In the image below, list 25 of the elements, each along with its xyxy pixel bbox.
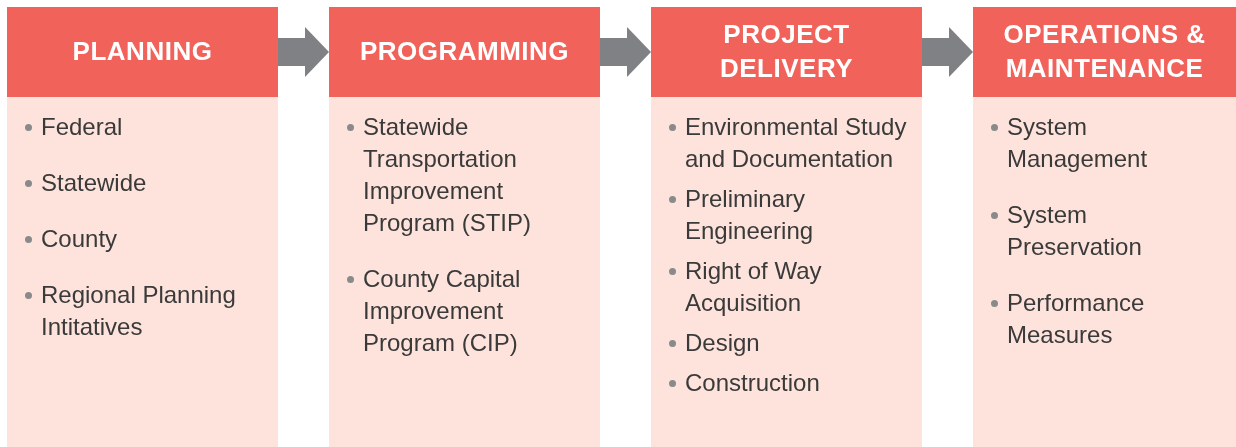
- process-column: [329, 7, 600, 447]
- list-item: Environmental Study and Documentation: [685, 112, 908, 174]
- list-item: Right of Way Acquisition: [685, 256, 823, 318]
- list-item: System Management: [1007, 112, 1149, 174]
- list-item: System Preservation: [1007, 200, 1143, 262]
- list-item: Federal: [41, 112, 123, 142]
- arrow: [600, 27, 651, 77]
- list-item: Statewide: [41, 168, 147, 198]
- arrow: [922, 27, 973, 77]
- list-item: Construction: [685, 368, 820, 398]
- list-item: Preliminary Engineering: [685, 184, 815, 246]
- list-item: County Capital Improvement Program (CIP): [363, 264, 522, 358]
- process-column: [973, 7, 1236, 447]
- column-heading: PROGRAMMING: [329, 7, 600, 97]
- list-item: Design: [685, 328, 760, 358]
- list-item: Statewide Transportation Improvement Program (STIP): [363, 112, 533, 238]
- list-item: Performance Measures: [1007, 288, 1146, 350]
- arrow: [278, 27, 329, 77]
- column-heading: OPERATIONS & MAINTENANCE: [973, 7, 1236, 97]
- process-column: [651, 7, 922, 447]
- list-item: County: [41, 224, 118, 254]
- list-item: Regional Planning Intitatives: [41, 280, 237, 342]
- column-heading: PLANNING: [7, 7, 278, 97]
- column-heading: PROJECT DELIVERY: [651, 7, 922, 97]
- process-column: [7, 7, 278, 447]
